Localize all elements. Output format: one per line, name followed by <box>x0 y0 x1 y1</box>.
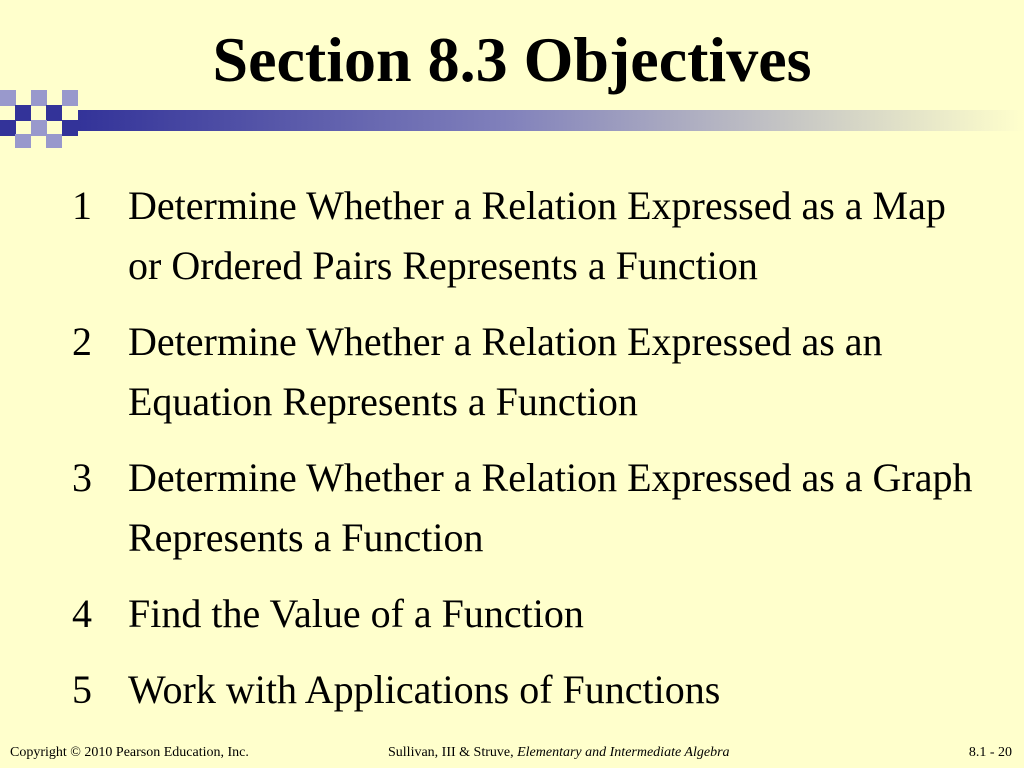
book-title: Elementary and Intermediate Algebra <box>517 745 730 760</box>
objective-text: Determine Whether a Relation Expressed a… <box>128 183 946 288</box>
checker-square <box>46 134 62 148</box>
objective-text: Determine Whether a Relation Expressed a… <box>128 455 973 560</box>
objective-number: 4 <box>72 591 92 636</box>
checker-gradient-graphic <box>0 90 1024 148</box>
book-citation: Sullivan, III & Struve, Elementary and I… <box>388 741 730 765</box>
checker-square <box>46 105 62 121</box>
objective-item: 2 Determine Whether a Relation Expressed… <box>68 312 988 432</box>
objective-number: 2 <box>72 319 92 364</box>
checker-square <box>31 90 47 106</box>
objective-number: 3 <box>72 455 92 500</box>
slide-title: Section 8.3 Objectives <box>212 24 812 95</box>
slide-footer: Copyright © 2010 Pearson Education, Inc.… <box>0 741 1024 765</box>
copyright-notice: Copyright © 2010 Pearson Education, Inc. <box>10 745 249 760</box>
checker-square <box>62 90 78 106</box>
objective-number: 5 <box>72 667 92 712</box>
checker-square <box>62 120 78 136</box>
objective-text: Work with Applications of Functions <box>128 667 721 712</box>
checker-square <box>15 134 31 148</box>
objective-item: 1 Determine Whether a Relation Expressed… <box>68 176 988 296</box>
objective-number: 1 <box>72 183 92 228</box>
objective-item: 4 Find the Value of a Function <box>68 584 988 644</box>
objective-item: 5 Work with Applications of Functions <box>68 660 988 720</box>
checker-square <box>15 105 31 121</box>
objective-item: 3 Determine Whether a Relation Expressed… <box>68 448 988 568</box>
objective-text: Determine Whether a Relation Expressed a… <box>128 319 883 424</box>
slide-number: 8.1 - 20 <box>968 745 1012 760</box>
gradient-line <box>78 110 1024 131</box>
book-authors: Sullivan, III & Struve, <box>388 745 518 760</box>
checker-square <box>0 90 16 106</box>
objectives-list: 1 Determine Whether a Relation Expressed… <box>68 176 988 736</box>
checker-square <box>31 120 47 136</box>
checker-square <box>0 120 16 136</box>
decorative-gradient-bar <box>0 90 1024 150</box>
objective-text: Find the Value of a Function <box>128 591 584 636</box>
